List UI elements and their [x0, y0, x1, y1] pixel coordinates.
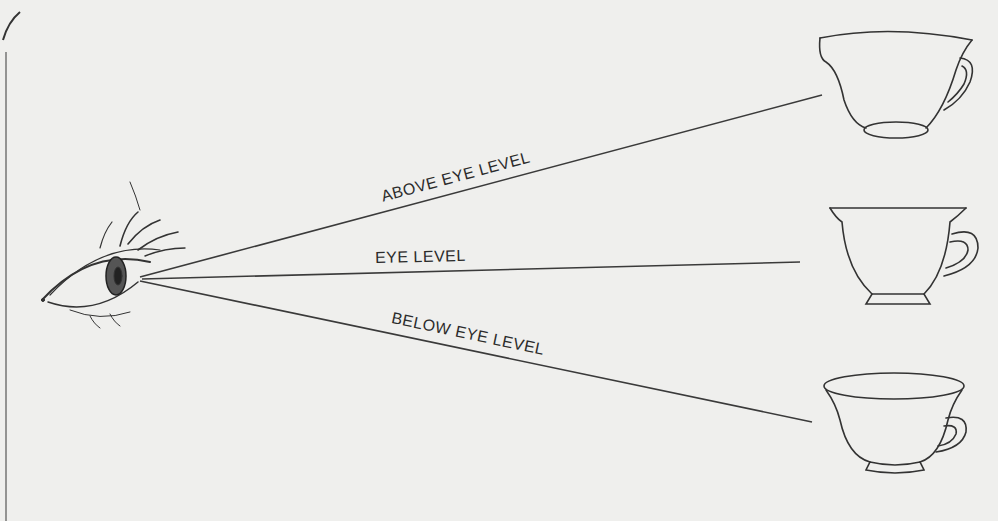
level-label: EYE LEVEL: [374, 248, 465, 266]
